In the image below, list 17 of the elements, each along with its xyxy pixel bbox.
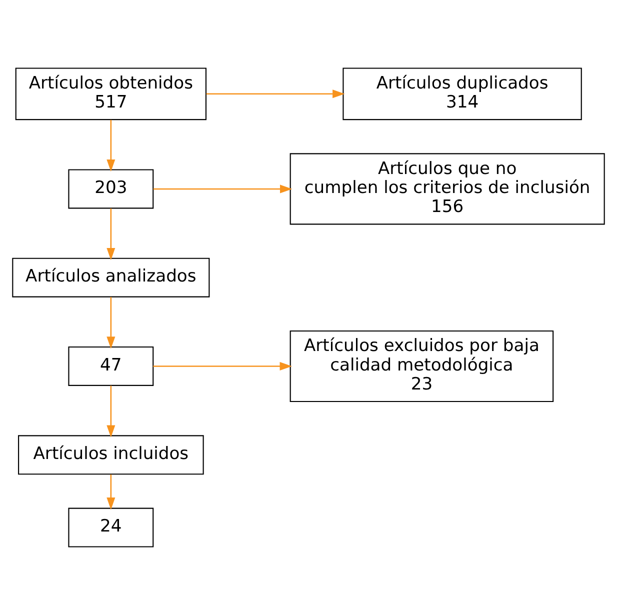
arrow: [106, 119, 116, 172]
node-box: 203: [68, 168, 154, 208]
arrow: [106, 474, 116, 510]
arrow: [106, 208, 116, 260]
node-box: Artículos incluidos: [18, 434, 204, 474]
node-box: 24: [68, 507, 154, 547]
node-box: Artículos que no cumplen los criterios de inclusión 156: [290, 152, 605, 224]
arrow: [153, 361, 292, 370]
node-box: 47: [68, 346, 154, 386]
node-box: Artículos analizados: [12, 257, 210, 297]
arrow: [206, 89, 345, 98]
node-box: Artículos excluidos por baja calidad metodológica 23: [290, 330, 554, 402]
arrow: [106, 385, 116, 437]
arrow: [153, 184, 292, 193]
node-box: Artículos duplicados 314: [342, 67, 582, 120]
arrow: [106, 296, 116, 348]
node-box: Artículos obtenidos 517: [15, 67, 206, 120]
